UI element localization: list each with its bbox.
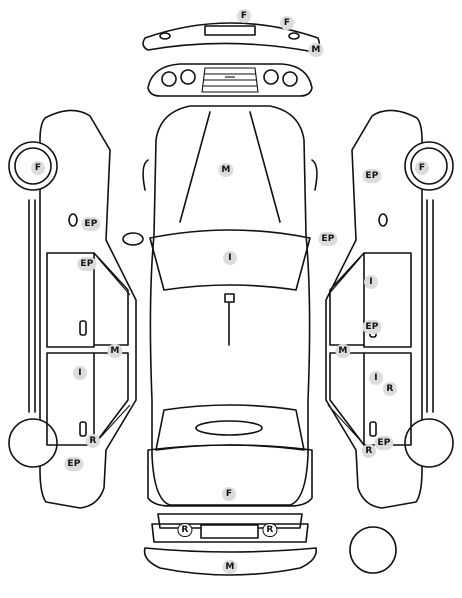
badge-front-bumper-right[interactable]: F [280,16,294,30]
badge-front-bumper-m[interactable]: M [308,43,324,57]
badge-rear-bumper-bottom[interactable]: M [222,560,238,574]
badge-windshield-mirror[interactable]: EP [318,232,338,246]
left-side-view [8,109,137,509]
badge-right-rear-door-r[interactable]: R [383,382,397,396]
badge-left-front-wheel[interactable]: F [31,161,45,175]
badge-left-front-door-top[interactable]: EP [77,257,97,271]
right-side-view [325,109,454,509]
badge-right-front-door-handle[interactable]: EP [362,320,382,334]
badge-rear-bumper-right[interactable]: R [262,523,278,537]
front-fascia-view [147,63,313,97]
badge-right-pillar[interactable]: M [335,344,351,358]
badge-right-fender[interactable]: EP [362,169,382,183]
badge-right-rear-handle[interactable]: R [362,444,376,458]
badge-left-rear-wheel[interactable]: EP [64,457,84,471]
badge-rear-bumper-left[interactable]: R [177,523,193,537]
badge-right-front-door[interactable]: I [364,275,378,289]
car-top-view [122,105,318,507]
badge-left-rear-handle[interactable]: R [86,434,100,448]
badge-right-rear-door[interactable]: I [369,371,383,385]
badge-right-rear-wheel[interactable]: EP [374,436,394,450]
badge-right-front-wheel[interactable]: F [415,161,429,175]
rear-bumper-view [143,513,317,576]
badge-roof[interactable]: I [223,251,237,265]
front-bumper-view [142,22,321,53]
badge-front-bumper-top[interactable]: F [237,9,251,23]
badge-left-pillar[interactable]: M [107,344,123,358]
badge-left-fender[interactable]: EP [81,217,101,231]
badge-left-rear-door[interactable]: I [73,366,87,380]
badge-trunk[interactable]: F [222,487,236,501]
badge-hood[interactable]: M [218,163,234,177]
spare-tire [349,526,397,574]
